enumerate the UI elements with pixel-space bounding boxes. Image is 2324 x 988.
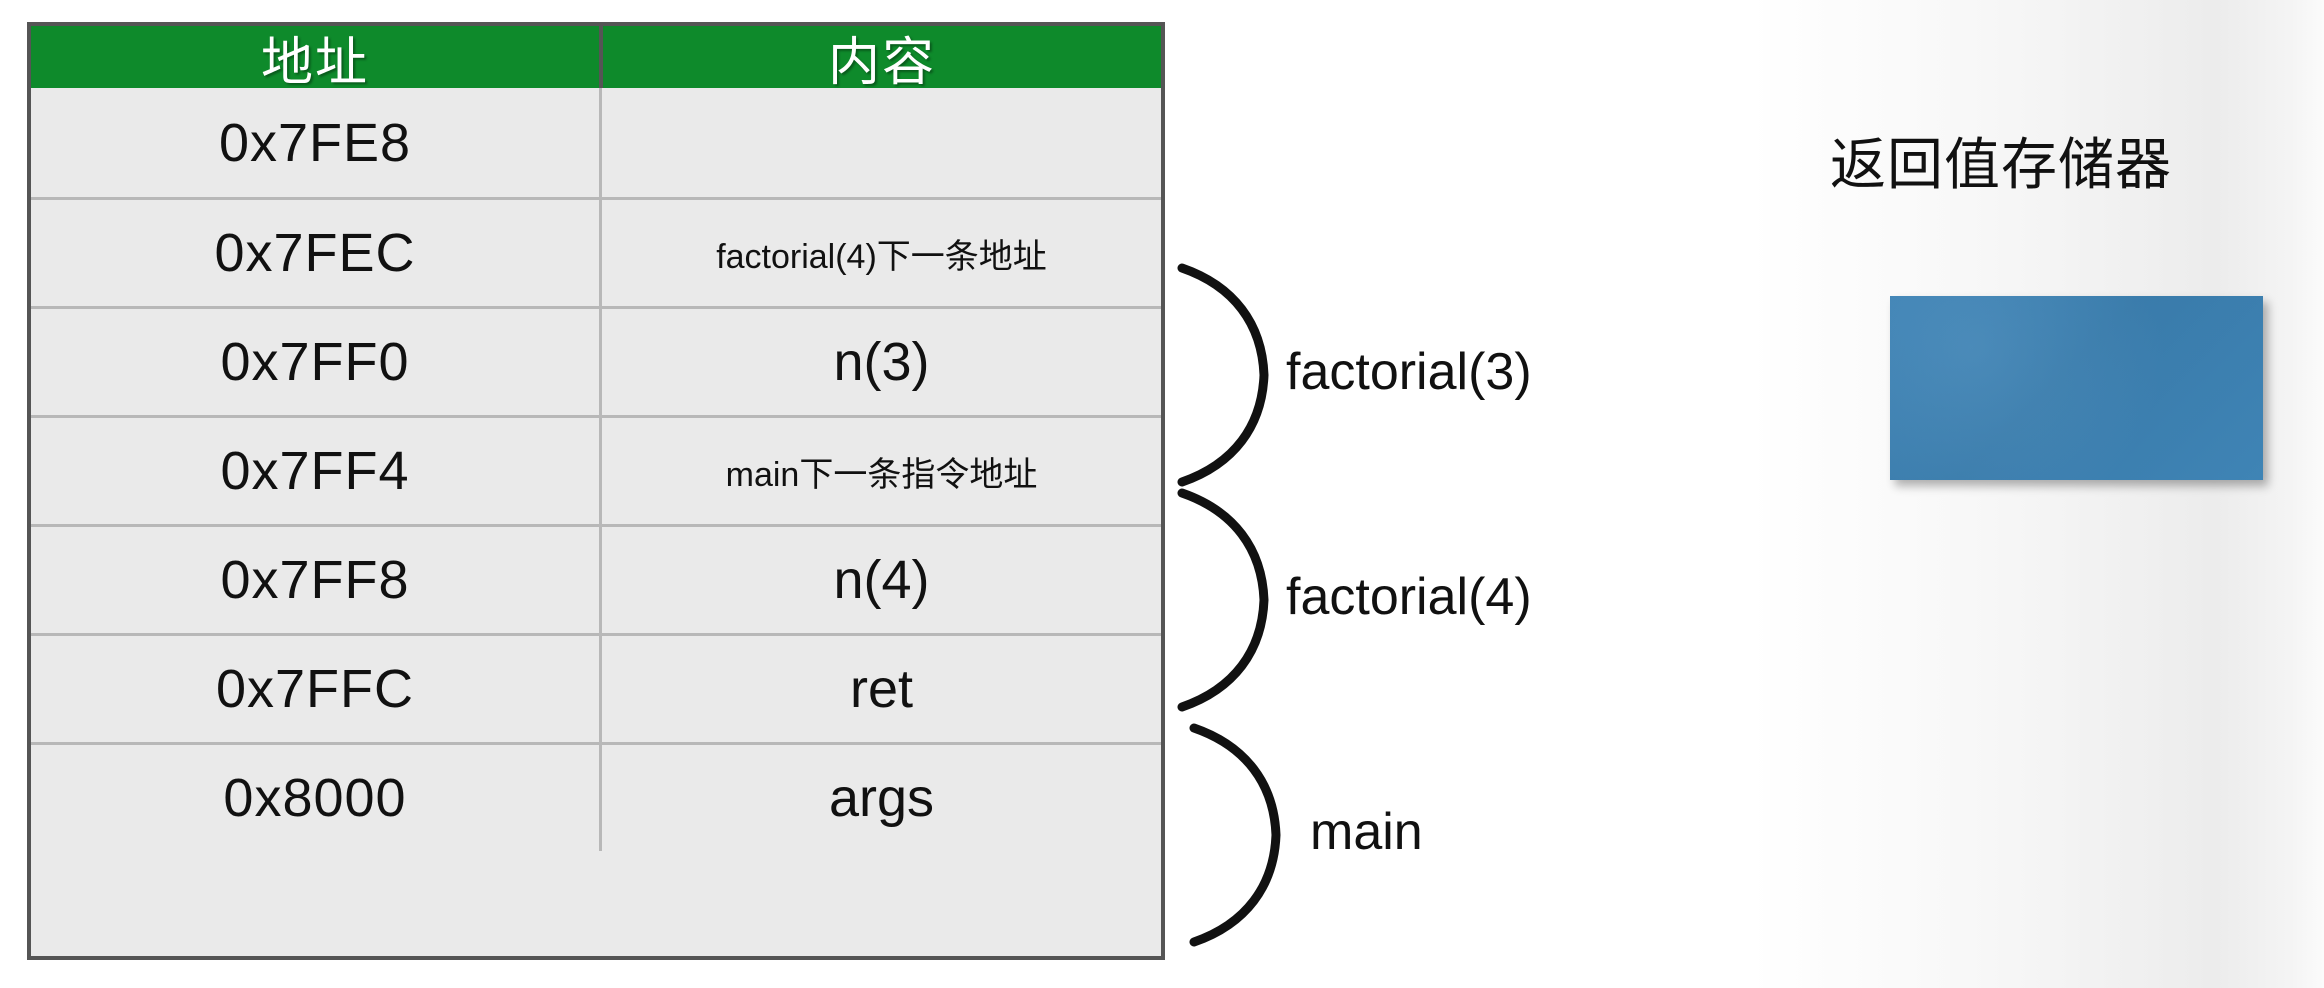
table-row: 0x7FEC factorial(4)下一条地址	[31, 197, 1161, 306]
table-header-row: 地址 内容	[31, 26, 1161, 88]
cell-address: 0x8000	[31, 745, 599, 851]
brace-factorial-4: factorial(4)	[1177, 487, 1532, 713]
header-cell-address: 地址	[31, 26, 599, 89]
address-value: 0x7FFC	[215, 659, 415, 719]
table-row: 0x7FFC ret	[31, 633, 1161, 742]
return-value-register-title: 返回值存储器	[1830, 133, 2172, 198]
return-value-register-box	[1890, 296, 2263, 480]
content-value: main下一条指令地址	[725, 455, 1038, 494]
table-row: 0x7FF0 n(3)	[31, 306, 1161, 415]
return-value-register-panel: 返回值存储器	[1830, 120, 2300, 201]
cell-address: 0x7FF4	[31, 418, 599, 524]
content-value: args	[828, 768, 935, 828]
brace-label: factorial(4)	[1286, 568, 1532, 626]
brace-label: factorial(3)	[1286, 343, 1532, 401]
address-value: 0x7FE8	[218, 112, 412, 173]
table-row: 0x7FE8	[31, 88, 1161, 197]
content-value: n(3)	[833, 332, 930, 392]
cell-content: factorial(4)下一条地址	[599, 200, 1161, 306]
address-value: 0x7FEC	[214, 223, 416, 283]
curly-brace-icon	[1189, 723, 1281, 947]
cell-content: n(3)	[599, 309, 1161, 415]
header-label-address: 地址	[260, 32, 369, 89]
content-value: factorial(4)下一条地址	[716, 237, 1047, 276]
address-value: 0x7FF8	[220, 550, 410, 610]
cell-content: ret	[599, 636, 1161, 742]
cell-content: n(4)	[599, 527, 1161, 633]
curly-brace-icon	[1177, 263, 1269, 487]
brace-main: main	[1189, 722, 1423, 948]
brace-factorial-3: factorial(3)	[1177, 262, 1532, 488]
cell-content: main下一条指令地址	[599, 418, 1161, 524]
content-value: ret	[849, 659, 914, 719]
cell-content	[599, 88, 1161, 197]
curly-brace-icon	[1177, 488, 1269, 712]
stack-memory-table: 地址 内容 0x7FE8 0x7FEC factorial(4)下一条地址 0x…	[27, 22, 1165, 960]
address-value: 0x8000	[223, 768, 407, 828]
cell-content: args	[599, 745, 1161, 851]
brace-label: main	[1310, 803, 1423, 861]
table-row: 0x7FF4 main下一条指令地址	[31, 415, 1161, 524]
cell-address: 0x7FFC	[31, 636, 599, 742]
cell-address: 0x7FF0	[31, 309, 599, 415]
header-label-content: 内容	[827, 32, 936, 89]
table-row: 0x7FF8 n(4)	[31, 524, 1161, 633]
content-value: n(4)	[833, 550, 930, 610]
address-value: 0x7FF0	[220, 332, 410, 392]
cell-address: 0x7FE8	[31, 88, 599, 197]
table-row: 0x8000 args	[31, 742, 1161, 851]
address-value: 0x7FF4	[220, 441, 410, 501]
cell-address: 0x7FEC	[31, 200, 599, 306]
header-cell-content: 内容	[599, 26, 1161, 88]
cell-address: 0x7FF8	[31, 527, 599, 633]
